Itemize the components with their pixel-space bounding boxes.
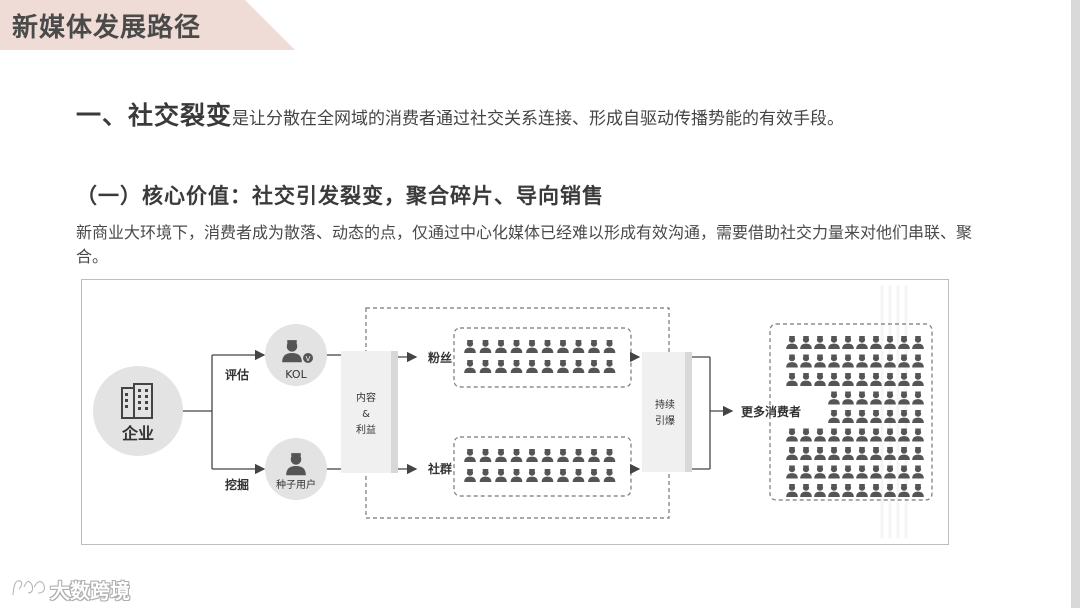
- content-label-3: 利益: [356, 423, 376, 436]
- content-benefit-box: 内容 & 利益: [341, 351, 398, 473]
- building-icon: [121, 383, 153, 419]
- content-label-2: &: [362, 409, 370, 420]
- sustain-label-1: 持续: [655, 398, 675, 411]
- enterprise-node: 企业: [93, 366, 183, 456]
- body-paragraph: 新商业大环境下，消费者成为散落、动态的点，仅通过中心化媒体已经难以形成有效沟通，…: [76, 223, 973, 266]
- evaluate-label: 评估: [225, 367, 249, 382]
- heading-1-title: 一、社交裂变: [76, 101, 233, 130]
- heading-1: 一、社交裂变是让分散在全网域的消费者通过社交关系连接、形成自驱动传播势能的有效手…: [76, 96, 844, 132]
- branch-lines: [183, 349, 266, 475]
- more-consumers-group: [769, 323, 933, 501]
- seed-user-node: 种子用户: [265, 438, 327, 500]
- seed-user-label: 种子用户: [276, 478, 316, 491]
- fans-label: 粉丝: [428, 350, 452, 365]
- dashed-loop: [365, 307, 670, 519]
- content-label-1: 内容: [356, 391, 376, 404]
- slide-title: 新媒体发展路径: [12, 13, 202, 43]
- dig-label: 挖掘: [225, 477, 249, 492]
- community-group: [453, 436, 632, 497]
- kol-label: KOL: [285, 368, 307, 381]
- watermark-logo-icon: [11, 579, 46, 596]
- community-label: 社群: [427, 461, 452, 476]
- fans-group: [453, 327, 632, 388]
- heading-1-desc: 是让分散在全网域的消费者通过社交关系连接、形成自驱动传播势能的有效手段。: [232, 109, 845, 129]
- watermark-text: 大数跨境: [50, 579, 130, 603]
- sustain-label-2: 引爆: [655, 415, 675, 427]
- heading-2: （一）核心价值：社交引发裂变，聚合碎片、导向销售: [76, 184, 604, 208]
- right-edge: [1071, 0, 1080, 608]
- social-fission-diagram: 企业 评估 挖掘 V KOL 种子用户 内容 & 利益 粉丝 社群: [81, 279, 949, 545]
- diagram-svg: 企业 评估 挖掘 V KOL 种子用户 内容 & 利益 粉丝 社群: [93, 285, 933, 538]
- svg-text:V: V: [306, 355, 311, 363]
- kol-node: V KOL: [265, 324, 327, 386]
- more-consumers-label: 更多消费者: [741, 404, 801, 419]
- sustain-box: 持续 引爆: [642, 352, 692, 472]
- title-banner: 新媒体发展路径: [0, 0, 295, 50]
- to-content-lines: [327, 354, 341, 470]
- enterprise-label: 企业: [121, 424, 154, 443]
